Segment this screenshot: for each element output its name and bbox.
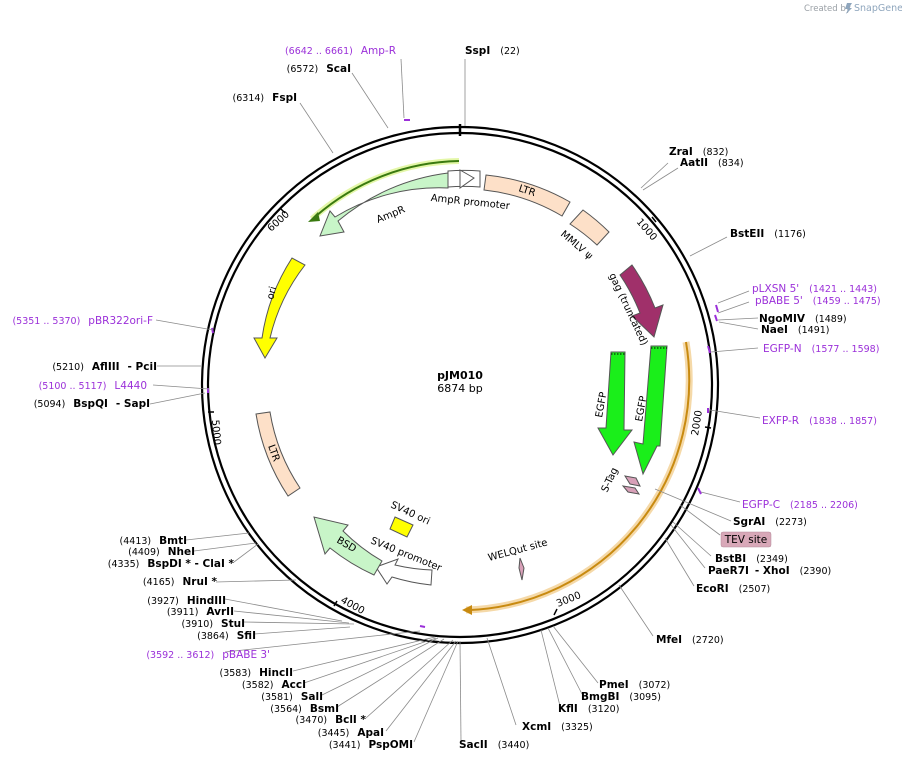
primer-mark-egfp-c	[697, 487, 702, 495]
primer-mark-pbr322	[211, 327, 214, 334]
site-hincii: (3583)HincII	[220, 667, 294, 679]
site-stui: (3910)StuI	[181, 618, 245, 630]
site-bcli: (3470)BclI *	[296, 714, 367, 726]
primer-ampr: (6642 .. 6661)Amp-R	[285, 45, 396, 57]
site-naei: NaeI(1491)	[761, 324, 830, 336]
site-pspomi: (3441)PspOMI	[329, 739, 413, 751]
site-scai: (6572)ScaI	[287, 63, 351, 75]
site-sspi: SspI(22)	[465, 45, 520, 57]
site-sali: (3581)SalI	[261, 691, 323, 703]
welqut-label: WELQut site	[487, 537, 549, 563]
stag-label: S-Tag	[600, 466, 621, 494]
ampr-orf-arrowhead	[308, 212, 320, 222]
ampr-label: AmpR	[375, 204, 407, 225]
primer-l4440: (5100 .. 5117)L4440	[39, 380, 147, 392]
credit-brand: SnapGene	[854, 3, 902, 14]
plasmid-size: 6874 bp	[437, 382, 482, 395]
egfp-1-arrow	[597, 351, 634, 456]
site-kfli: KflI(3120)	[558, 703, 619, 715]
orf-line	[469, 341, 691, 611]
site-bstbi: BstBI(2349)	[715, 553, 788, 565]
primer-marks	[207, 119, 719, 628]
primer-pbr322ori-f: (5351 .. 5370)pBR322ori-F	[12, 315, 153, 327]
stag-arrow	[621, 475, 641, 495]
egfp-1-label: EGFP	[594, 391, 609, 418]
site-acci: (3582)AccI	[242, 679, 306, 691]
tick-2000	[704, 426, 712, 429]
site-avrii: (3911)AvrII	[167, 606, 234, 618]
ampr-promoter-label: AmpR promoter	[430, 193, 511, 212]
tick-4000	[333, 600, 338, 607]
primer-mark-plxsn-pbabe	[714, 304, 719, 322]
orf-arrowhead	[462, 605, 472, 615]
ampr-orf-line	[315, 160, 460, 217]
site-bmgbi: BmgBI(3095)	[581, 691, 661, 703]
ori-label: ori	[265, 285, 279, 300]
site-sgrai: SgrAI(2273)	[733, 516, 807, 528]
credit-prefix: Created by	[804, 4, 851, 14]
site-ngomiv: NgoMIV(1489)	[759, 313, 847, 325]
primer-pbabe3: (3592 .. 3612)pBABE 3'	[146, 649, 270, 661]
egfp-2-arrow	[633, 345, 668, 476]
site-bspqi-sapi: (5094)BspQI- SapI	[34, 398, 150, 410]
sv40-ori-box	[389, 516, 414, 538]
site-aatii: AatII(834)	[680, 157, 744, 169]
mmlv-psi-box	[569, 209, 610, 246]
bsd-arrow	[313, 516, 383, 576]
tev-site-badge: TEV site	[720, 531, 772, 548]
site-paer7i-xhoi: PaeR7I- XhoI(2390)	[708, 565, 831, 577]
primer-labels: (6642 .. 6661)Amp-R pLXSN 5'(1421 .. 144…	[12, 45, 880, 661]
primer-mark-egfp-n	[707, 345, 711, 354]
primer-egfp-c: EGFP-C(2185 .. 2206)	[742, 499, 858, 511]
site-bspdi-clai: (4335)BspDI * - ClaI *	[108, 558, 235, 570]
site-sacii: SacII(3440)	[459, 739, 529, 751]
welqut-marker	[518, 557, 525, 581]
site-xcmi: XcmI(3325)	[522, 721, 593, 733]
primer-exfp-r: EXFP-R(1838 .. 1857)	[762, 415, 877, 427]
site-pmei: PmeI(3072)	[599, 679, 670, 691]
tick-label-2000: 2000	[690, 410, 705, 437]
site-mfei: MfeI(2720)	[656, 634, 724, 646]
primer-plxsn5: pLXSN 5'(1421 .. 1443)	[752, 283, 877, 295]
ltr-bottom-box	[255, 411, 301, 497]
tick-label-6000: 6000	[266, 209, 292, 234]
leader-lines	[149, 58, 761, 743]
ori-arrow	[253, 257, 306, 360]
sv40-promoter-arrow	[375, 558, 433, 586]
primer-pbabe5: pBABE 5'(1459 .. 1475)	[755, 295, 881, 307]
tick-3000	[553, 608, 558, 616]
ltr-top-box	[483, 174, 571, 217]
ampr-promoter-head	[459, 169, 475, 189]
site-afliii-pcii: (5210)AflIII- PciI	[52, 361, 157, 373]
site-apai: (3445)ApaI	[318, 727, 384, 739]
snapgene-logo-icon	[845, 3, 852, 14]
ampr-arrow	[319, 172, 449, 237]
tick-1000	[651, 216, 657, 223]
tick-label-5000: 5000	[209, 419, 222, 445]
site-nrui: (4165)NruI *	[143, 576, 218, 588]
site-bmti: (4413)BmtI	[120, 535, 187, 547]
site-hindiii: (3927)HindIII	[147, 595, 226, 607]
egfp-2-label: EGFP	[634, 395, 649, 422]
ltr-top-label: LTR	[517, 183, 537, 199]
gag-arrow	[619, 264, 664, 338]
site-sfii: (3864)SfiI	[197, 630, 256, 642]
restriction-sites: SspI(22) ZraI(832) AatII(834) BstEII(117…	[34, 45, 847, 751]
primer-mark-pbabe3	[419, 625, 426, 628]
site-ecori: EcoRI(2507)	[696, 583, 770, 595]
tick-6000	[280, 208, 286, 214]
site-fspi: (6314)FspI	[233, 92, 297, 104]
site-zrai: ZraI(832)	[669, 146, 728, 158]
site-bsmi: (3564)BsmI	[270, 703, 339, 715]
site-nhei: (4409)NheI	[128, 546, 195, 558]
primer-egfp-n: EGFP-N(1577 .. 1598)	[763, 343, 879, 355]
tev-site-label: TEV site	[724, 534, 768, 546]
plasmid-name: pJM010	[437, 369, 483, 382]
site-bsteii: BstEII(1176)	[730, 228, 806, 240]
